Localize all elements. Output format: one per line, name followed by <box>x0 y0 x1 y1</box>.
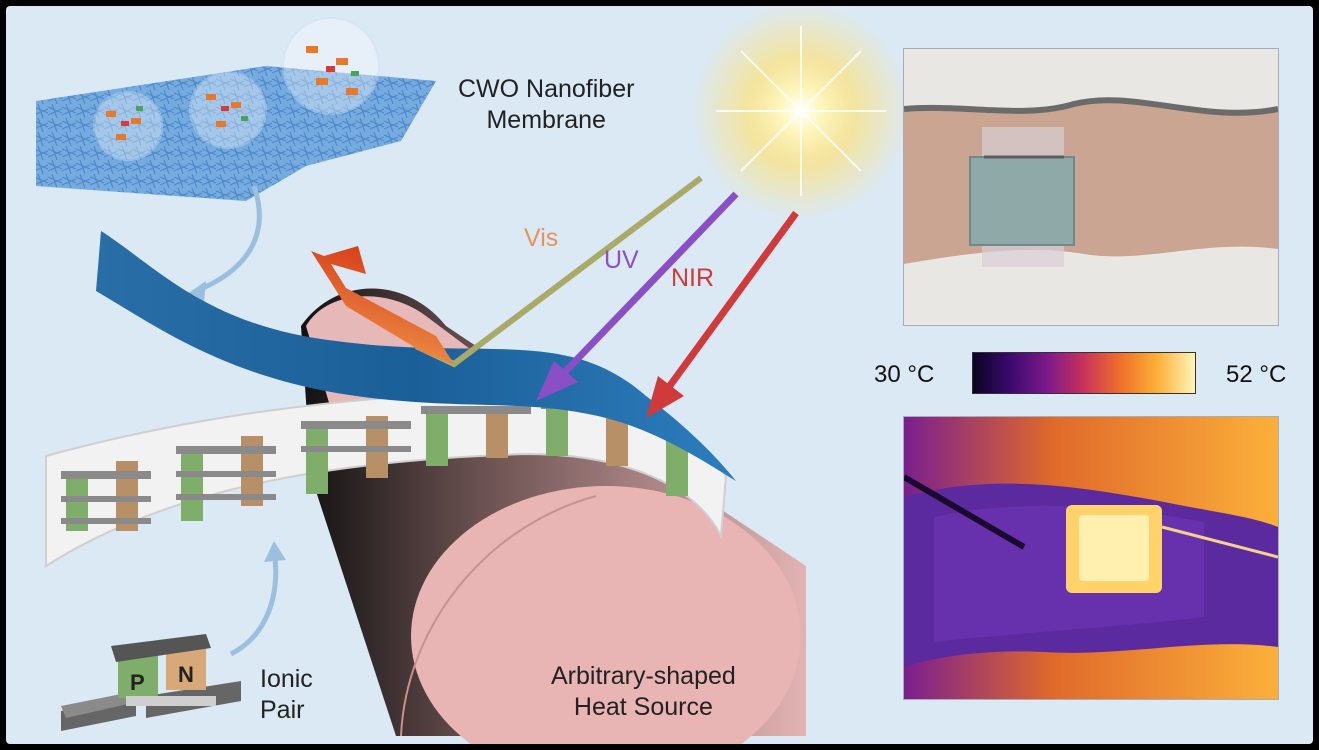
process-arrow-bottom <box>229 550 279 657</box>
nanofiber-membrane-sheet <box>36 17 436 201</box>
membrane-label-line2: Membrane <box>486 106 606 134</box>
uv-ray <box>558 191 739 379</box>
ionic-pair-line1: Ionic <box>260 665 313 693</box>
schematic-illustration: P N <box>36 6 911 744</box>
light-rays <box>311 175 799 418</box>
vis-label: Vis <box>524 224 559 252</box>
heat-source-line2: Heat Source <box>573 693 713 721</box>
process-arrow-top <box>195 185 262 294</box>
sun-icon <box>691 6 911 221</box>
nir-label: NIR <box>671 264 715 292</box>
arm-photo <box>903 48 1279 326</box>
colorbar-min-label: 30 °C <box>874 361 935 388</box>
p-type-label: P <box>130 670 145 695</box>
vis-reflected-arrow <box>311 246 454 364</box>
ionic-pair-label: Ionic Pair <box>260 664 313 726</box>
thermal-image <box>903 416 1279 700</box>
ionic-pair-line2: Pair <box>260 696 305 724</box>
cwo-membrane-ribbon <box>96 231 736 481</box>
colorbar-max-label: 52 °C <box>1226 361 1287 388</box>
nir-ray <box>663 210 799 394</box>
membrane-label: CWO Nanofiber Membrane <box>458 74 634 136</box>
thermoelectric-device <box>45 389 728 568</box>
uv-label: UV <box>604 246 639 274</box>
temperature-colorbar <box>972 352 1196 394</box>
heat-source-line1: Arbitrary-shaped <box>551 662 736 690</box>
ionic-pair-module: P N <box>61 634 241 731</box>
figure-frame: P N CWO Nanofiber Membrane Vis UV NIR Io… <box>6 6 1313 744</box>
n-type-label: N <box>178 662 194 687</box>
membrane-label-line1: CWO Nanofiber <box>458 75 635 103</box>
heat-source-label: Arbitrary-shaped Heat Source <box>551 661 736 723</box>
